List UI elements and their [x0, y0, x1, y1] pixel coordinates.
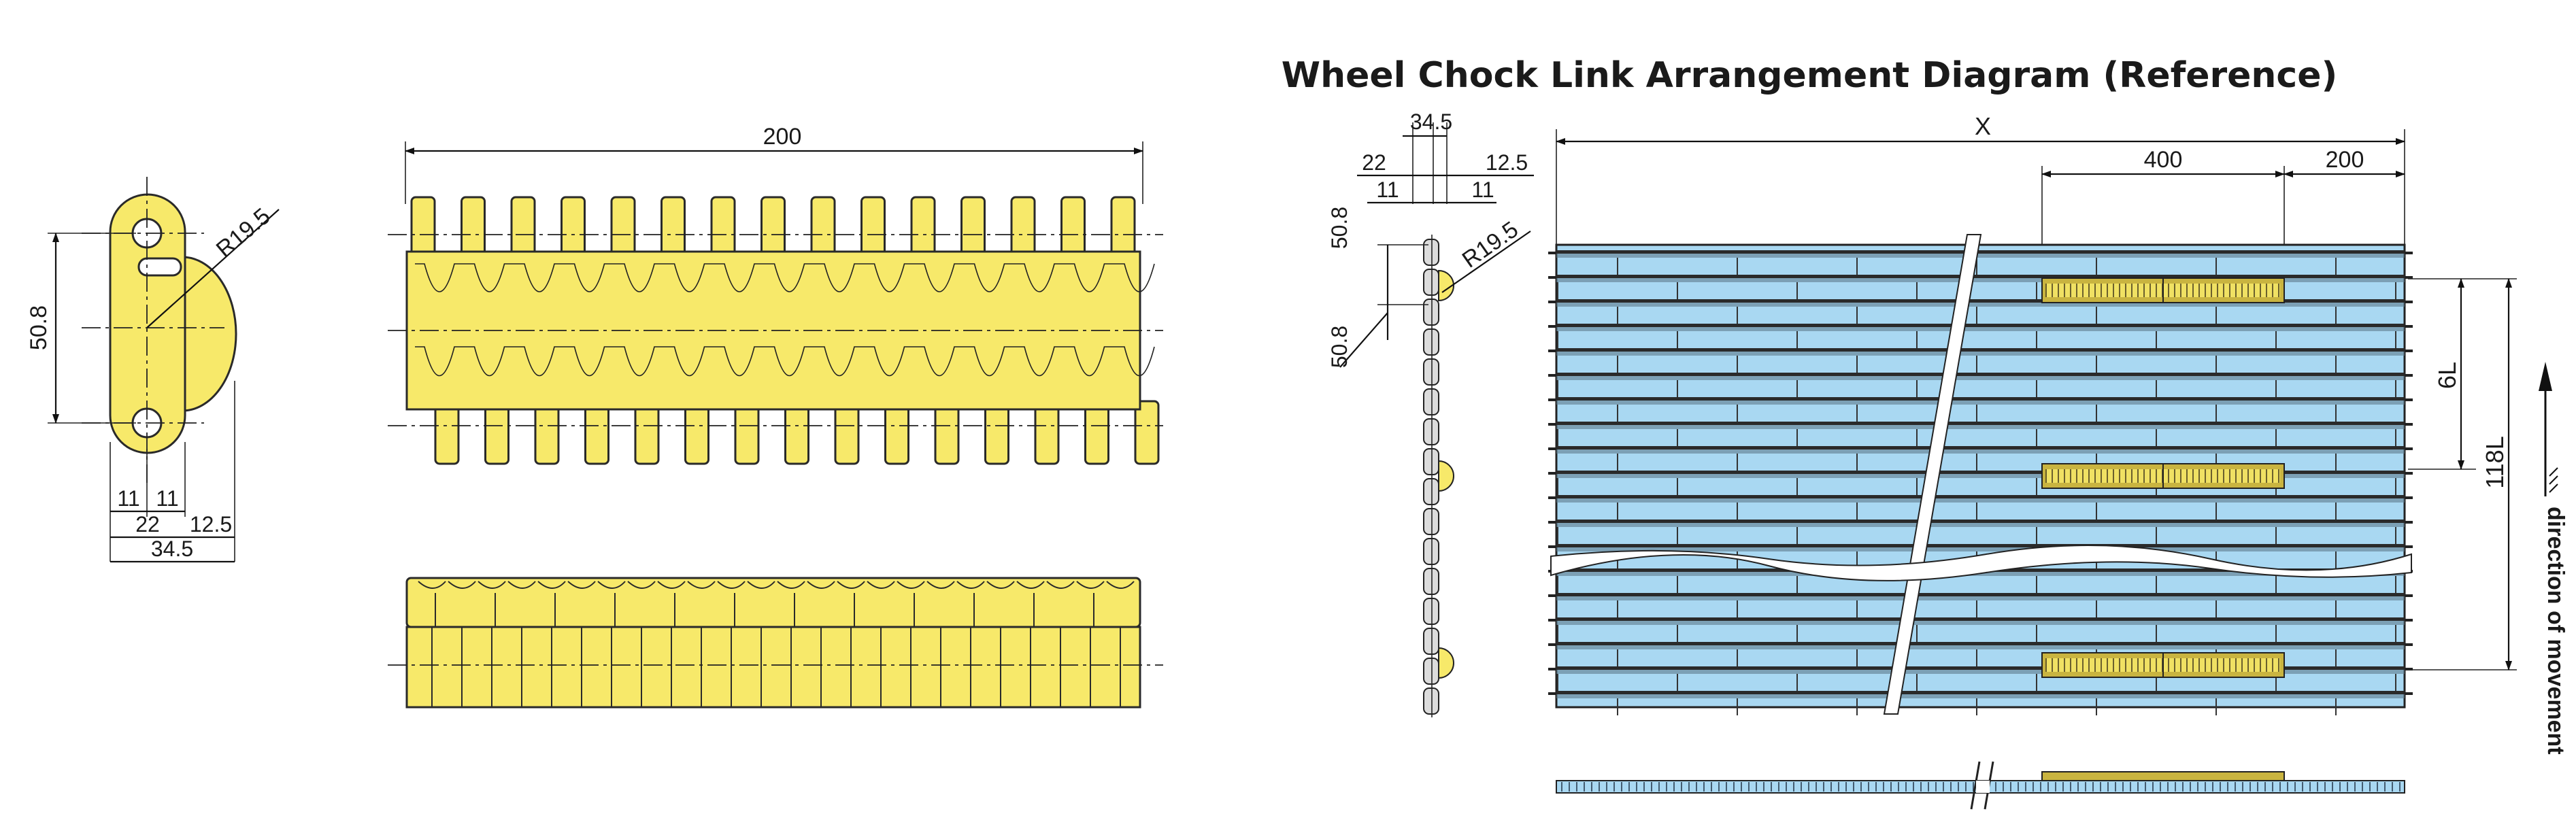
- chain-side-view: 34.5 22 12.5 11 11 50.8 50.8 R19.5: [1327, 109, 1534, 717]
- link-bump: [181, 256, 237, 412]
- belt-break-wavy: [1550, 545, 2412, 581]
- dim-22: 22: [135, 512, 160, 537]
- link-top-view: 200: [388, 124, 1163, 465]
- wheel-chock: [2041, 652, 2285, 678]
- direction-arrow-icon: [2539, 362, 2558, 496]
- slot: [137, 257, 182, 277]
- wheel-chock: [2041, 277, 2285, 303]
- chain-right-half: 11: [1471, 177, 1494, 202]
- radius-label: R19.5: [212, 203, 275, 262]
- chain-radius: R19.5: [1458, 216, 1523, 273]
- dim-11-b: 11: [156, 486, 178, 511]
- width-200: 200: [763, 124, 802, 150]
- link-side-view: 50.8 R19.5 11 11 22 12.5 34.5: [26, 177, 280, 563]
- span-400: 400: [2144, 147, 2183, 173]
- rows-6l: 6L: [2433, 362, 2461, 389]
- band-wave-top: [415, 263, 1155, 292]
- width-x: X: [1975, 112, 1991, 140]
- band-wave-bottom: [415, 346, 1155, 377]
- direction-label: direction of movement: [2543, 507, 2569, 755]
- bottom-fingers: [434, 400, 1160, 465]
- span-200: 200: [2326, 147, 2364, 173]
- wheel-chocks: [2041, 277, 2285, 678]
- chock-profile: [2041, 771, 2285, 781]
- diagram-title: Wheel Chock Link Arrangement Diagram (Re…: [1282, 55, 2338, 96]
- belt-break: [1883, 234, 1982, 715]
- chain-pitch-top: 50.8: [1327, 207, 1352, 249]
- dim-11-a: 11: [117, 486, 139, 511]
- chain-pitch-bottom: 50.8: [1327, 326, 1352, 368]
- dim-34-5: 34.5: [151, 537, 193, 561]
- chain-links: [1423, 239, 1454, 715]
- total-118l: 118L: [2481, 436, 2509, 488]
- belt-profile-ticks: [1561, 782, 2401, 792]
- belt-arrangement: Wheel Chock Link Arrangement Diagram (Re…: [1282, 55, 2569, 810]
- top-fingers: [410, 196, 1136, 260]
- link-front-view: [388, 577, 1163, 709]
- dim-12-5: 12.5: [190, 512, 232, 537]
- chain-total: 34.5: [1410, 109, 1452, 134]
- pitch-label: 50.8: [26, 305, 52, 350]
- chain-left: 22: [1362, 150, 1386, 175]
- chain-left-half: 11: [1376, 177, 1399, 202]
- front-teeth: [418, 581, 1135, 707]
- wheel-chock: [2041, 463, 2285, 489]
- chain-right: 12.5: [1486, 150, 1528, 175]
